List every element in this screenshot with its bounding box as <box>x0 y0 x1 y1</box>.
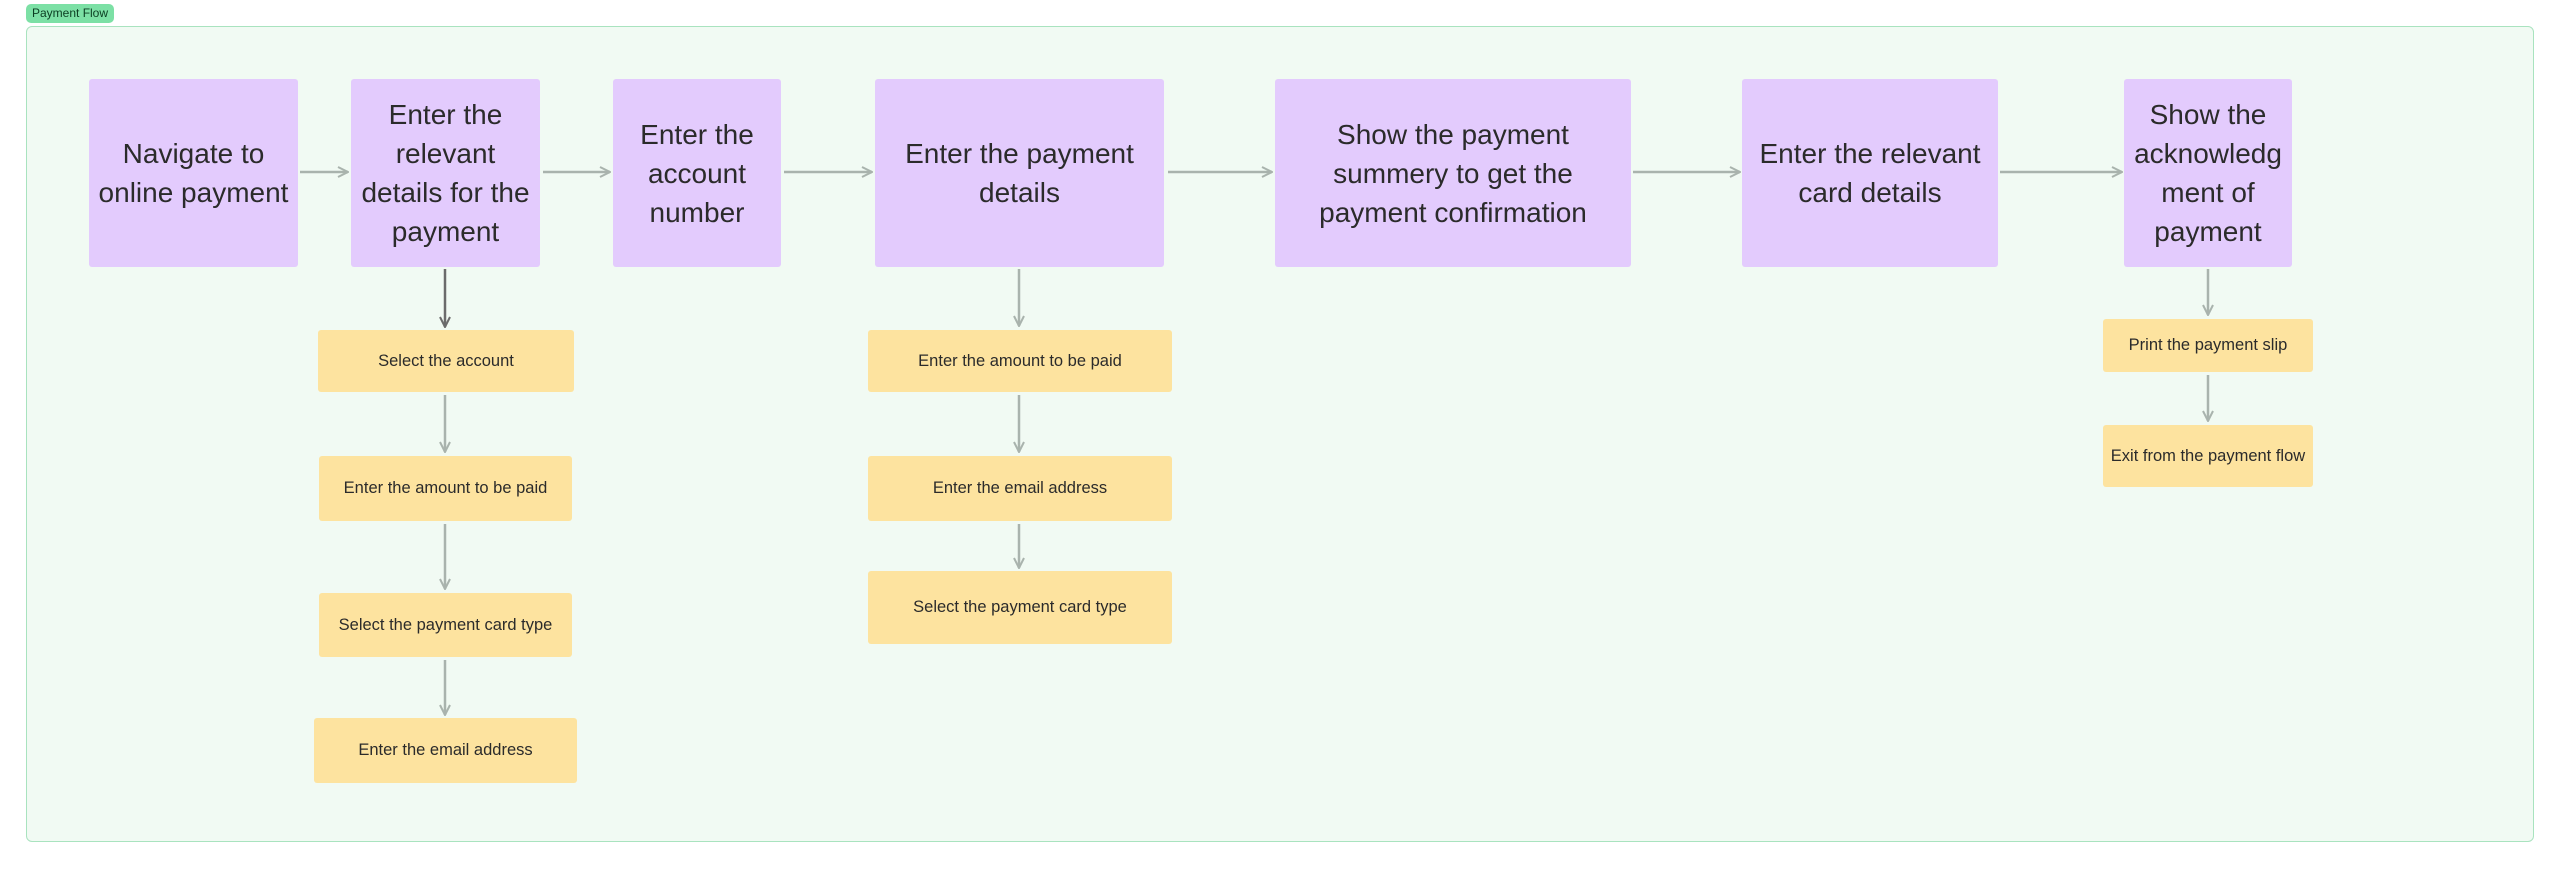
step-enter-account-number[interactable]: Enter the account number <box>613 79 781 267</box>
step-enter-payment-details[interactable]: Enter the payment details <box>875 79 1164 267</box>
payment-enter-email[interactable]: Enter the email address <box>868 456 1172 521</box>
step-enter-card-details[interactable]: Enter the relevant card details <box>1742 79 1998 267</box>
details-select-card-type[interactable]: Select the payment card type <box>319 593 572 657</box>
ack-print-slip[interactable]: Print the payment slip <box>2103 319 2313 372</box>
payment-select-card-type[interactable]: Select the payment card type <box>868 571 1172 644</box>
details-enter-email[interactable]: Enter the email address <box>314 718 577 783</box>
step-show-acknowledgment[interactable]: Show the acknowledg ment of payment <box>2124 79 2292 267</box>
details-enter-amount[interactable]: Enter the amount to be paid <box>319 456 572 521</box>
details-select-account[interactable]: Select the account <box>318 330 574 392</box>
ack-exit-flow[interactable]: Exit from the payment flow <box>2103 425 2313 487</box>
section-label-payment-flow[interactable]: Payment Flow <box>26 4 115 23</box>
step-show-payment-summary[interactable]: Show the payment summery to get the paym… <box>1275 79 1631 267</box>
payment-enter-amount[interactable]: Enter the amount to be paid <box>868 330 1172 392</box>
step-enter-relevant-details[interactable]: Enter the relevant details for the payme… <box>351 79 540 267</box>
step-navigate-online-payment[interactable]: Navigate to online payment <box>89 79 298 267</box>
